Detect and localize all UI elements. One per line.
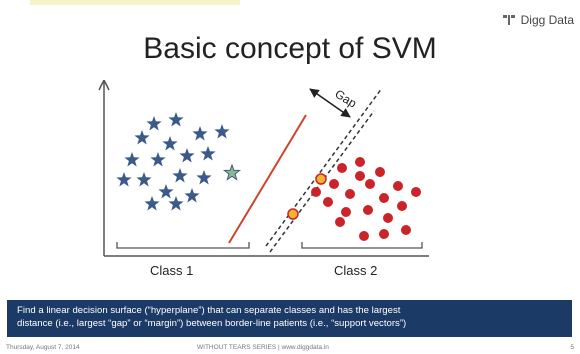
caption-line-2: distance (i.e., largest “gap” or “margin… <box>17 318 407 329</box>
support-vector-dot <box>315 173 327 185</box>
class1-stars <box>116 112 241 211</box>
class1-star <box>124 152 140 167</box>
class1-star <box>179 148 195 163</box>
footer-series: WITHOUT TEARS SERIES | www.diggdata.in <box>197 344 329 351</box>
support-vector-dot <box>287 208 299 220</box>
class1-star <box>168 112 184 127</box>
class1-star <box>172 168 188 183</box>
class1-star <box>150 152 166 167</box>
margin-line-left <box>265 87 383 247</box>
class1-star <box>144 196 160 211</box>
footer-date: Thursday, August 7, 2014 <box>6 344 80 351</box>
class2-dot <box>359 231 369 241</box>
class2-dot <box>411 187 421 197</box>
class1-star <box>146 116 162 131</box>
class1-star <box>168 196 184 211</box>
caption-line-1: Find a linear decision surface (“hyperpl… <box>17 305 401 316</box>
class1-star <box>192 126 208 141</box>
class1-star <box>136 172 152 187</box>
class2-dot <box>365 179 375 189</box>
footer-page-number: 5 <box>570 344 574 351</box>
class1-star <box>214 124 230 139</box>
footer: Thursday, August 7, 2014 WITHOUT TEARS S… <box>0 344 580 354</box>
class2-dot <box>363 205 373 215</box>
class2-dot <box>335 217 345 227</box>
svm-figure: Gap Class 1 Class 2 <box>98 80 429 278</box>
support-vector-star <box>223 163 241 181</box>
class2-dot <box>345 189 355 199</box>
class2-dot <box>397 201 407 211</box>
y-axis-arrow-icon <box>98 80 110 91</box>
caption-box: Find a linear decision surface (“hyperpl… <box>7 300 572 337</box>
brand-name: Digg Data <box>520 13 574 27</box>
class2-dot <box>401 225 411 235</box>
class2-dot <box>355 171 365 181</box>
class2-dot <box>379 193 389 203</box>
digg-data-logo-icon <box>502 15 515 25</box>
hyperplane-line <box>228 114 307 244</box>
class2-dot <box>323 197 333 207</box>
class1-star <box>158 184 174 199</box>
class2-dot <box>337 163 347 173</box>
slide-title: Basic concept of SVM <box>143 32 437 65</box>
class2-dot <box>341 207 351 217</box>
class2-dot <box>355 157 365 167</box>
gap-arrow <box>309 88 351 118</box>
class2-dot <box>383 213 393 223</box>
class1-label: Class 1 <box>150 263 193 278</box>
brand-logo: Digg Data <box>502 13 574 27</box>
class2-dot <box>393 181 403 191</box>
class1-bracket <box>116 242 250 249</box>
class1-star <box>134 130 150 145</box>
class2-dot <box>379 229 389 239</box>
class2-dot <box>375 167 385 177</box>
class1-star <box>200 146 216 161</box>
class1-star <box>196 170 212 185</box>
class1-star <box>184 188 200 203</box>
class2-dot <box>311 187 321 197</box>
class1-star <box>116 172 132 187</box>
class2-label: Class 2 <box>334 263 377 278</box>
class2-bracket <box>301 242 423 249</box>
class1-star <box>162 136 178 151</box>
class2-dot <box>329 179 339 189</box>
class2-dots <box>287 157 421 241</box>
top-highlight-strip <box>30 0 240 5</box>
